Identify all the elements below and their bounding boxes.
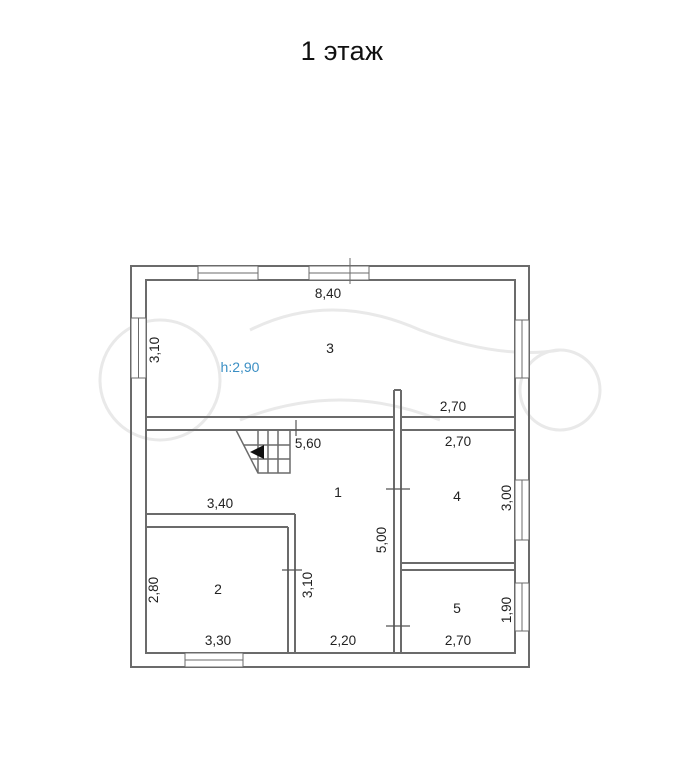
room1-mid-dim: 3,40: [207, 496, 233, 511]
floor-title: 1 этаж: [300, 36, 384, 66]
ceiling-height-label: h:2,90: [221, 359, 260, 375]
room1-right-dim: 5,00: [374, 527, 389, 553]
window-right-room3: [514, 319, 530, 379]
room-5-label: 5: [453, 600, 461, 616]
room-1-label: 1: [334, 484, 342, 500]
window-left-room3: [130, 317, 147, 379]
room2-width-dim: 3,30: [205, 633, 231, 648]
room-3-label: 3: [326, 340, 334, 356]
room2-height-dim: 2,80: [146, 577, 161, 603]
stair-direction-arrow-icon: [250, 445, 264, 459]
window-top-left: [197, 265, 259, 281]
room4-height-dim: 3,00: [499, 485, 514, 511]
window-bottom-room2: [184, 652, 244, 668]
room5-width-dim: 2,70: [445, 633, 471, 648]
window-right-room4: [514, 479, 530, 541]
room3-width-dim: 8,40: [315, 286, 341, 301]
room4-width-dim: 2,70: [445, 434, 471, 449]
window-right-room5: [514, 582, 530, 632]
room3-right-dim: 2,70: [440, 399, 466, 414]
window-top-center: [308, 258, 370, 284]
room1-bottom-dim: 2,20: [330, 633, 356, 648]
staircase: [235, 429, 291, 474]
outer-wall-outer: [130, 265, 530, 668]
room5-height-dim: 1,90: [499, 597, 514, 623]
room-4-label: 4: [453, 488, 461, 504]
room1-top-dim: 5,60: [295, 436, 321, 451]
room3-height-dim: 3,10: [147, 337, 162, 363]
room-2-label: 2: [214, 581, 222, 597]
room1-lower-dim: 3,10: [300, 572, 315, 598]
